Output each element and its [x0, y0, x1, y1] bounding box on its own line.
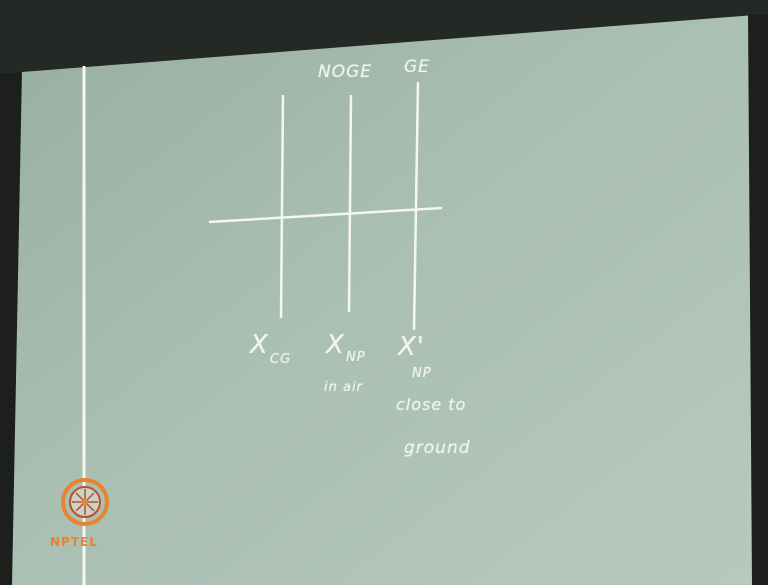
- xnp-sub: NP: [346, 350, 366, 365]
- nptel-logo-icon: [61, 478, 109, 526]
- xcg-sub: CG: [270, 352, 292, 367]
- ground-note: ground: [404, 438, 471, 458]
- close-to-note: close to: [396, 395, 467, 414]
- xnp-prime-main: X': [398, 332, 425, 362]
- xnp-main: X: [326, 330, 345, 360]
- np-line: [347, 94, 353, 313]
- xnp-prime-sub: NP: [412, 366, 432, 381]
- in-air-note: in air: [324, 380, 363, 395]
- nptel-logo-text: NPTEL: [50, 535, 98, 549]
- cg-line: [279, 94, 285, 319]
- np-ge-line: [412, 81, 420, 331]
- horizontal-axis: [208, 206, 443, 224]
- xcg-main: X: [250, 330, 269, 360]
- noge-label: NOGE: [318, 62, 373, 82]
- ge-label: GE: [404, 57, 430, 77]
